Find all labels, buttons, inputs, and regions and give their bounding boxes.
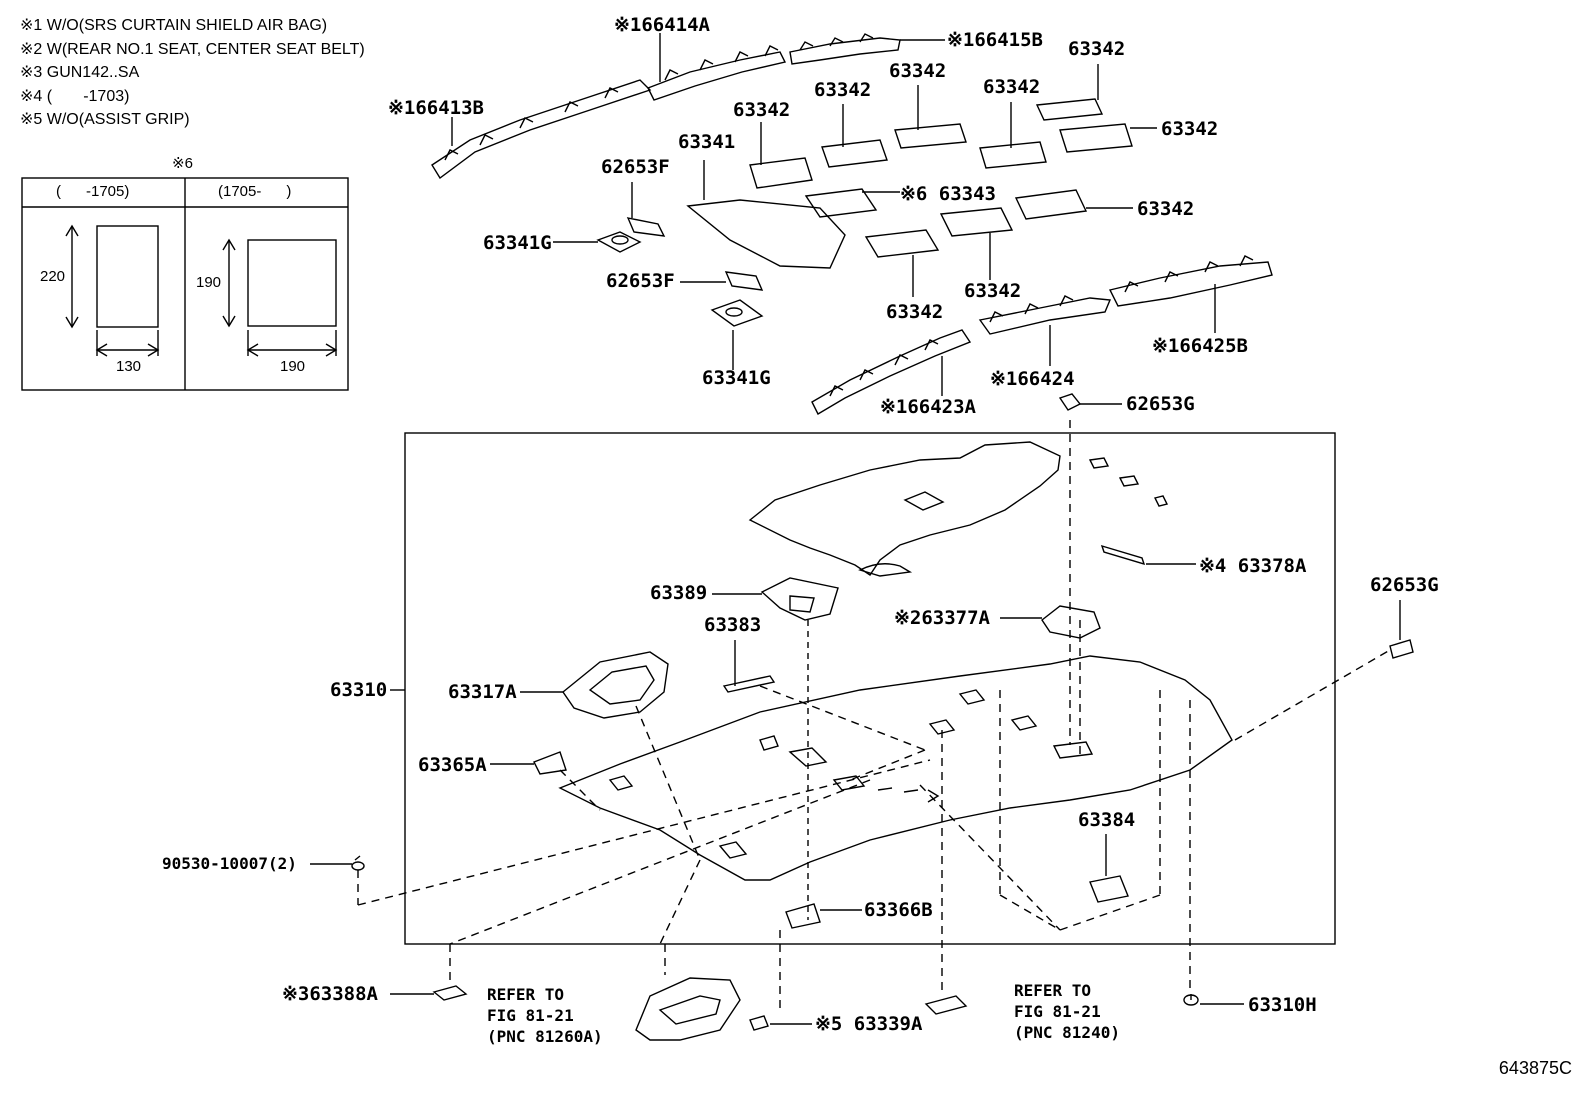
label-66414A: ※166414A (614, 14, 710, 36)
dashed-projections (357, 420, 1391, 1010)
label-63339A: ※5 63339A (815, 1013, 923, 1035)
part-63377A (1000, 605, 1101, 639)
label-66425B: ※166425B (1152, 335, 1248, 357)
label-62653G-a: 62653G (1126, 393, 1195, 415)
leaders-top (451, 33, 945, 146)
inset-col2-width: 190 (280, 358, 306, 375)
label-63341: 63341 (678, 131, 736, 153)
inset-col1-width: 130 (116, 358, 142, 375)
inset-col1-height: 220 (40, 268, 66, 285)
inset-col2-height: 190 (196, 274, 222, 291)
part-63383 (722, 640, 776, 693)
part-63389 (712, 577, 839, 920)
label-63342-a: 63342 (1068, 38, 1126, 60)
inset-col2-header: (1705- ) (218, 183, 292, 200)
label-63317A: 63317A (448, 681, 517, 703)
label-66415B: ※166415B (947, 29, 1043, 51)
note-5: ※5 W/O(ASSIST GRIP) (20, 111, 190, 128)
label-63341G-a: 63341G (483, 232, 552, 254)
headliner (558, 655, 1233, 881)
refer-left-line-1: REFER TO (487, 985, 565, 1004)
label-63310H: 63310H (1248, 994, 1317, 1016)
part-63317A (520, 651, 669, 719)
label-63388A: ※363388A (282, 983, 378, 1005)
clip-62653G (1058, 393, 1414, 659)
label-66423A: ※166423A (880, 396, 976, 418)
notes-list: ※1 W/O(SRS CURTAIN SHIELD AIR BAG) ※2 W(… (20, 14, 365, 132)
label-62653F-b: 62653F (606, 270, 675, 292)
refer-right-line-1: REFER TO (1014, 981, 1092, 1000)
label-62653F-a: 62653F (601, 156, 670, 178)
note-4: ※4 ( -1703) (20, 87, 130, 105)
part-63365A (490, 751, 567, 775)
label-63389: 63389 (650, 582, 708, 604)
part-63366B (785, 903, 862, 929)
inset-mark: ※6 (172, 155, 193, 172)
label-63377A: ※263377A (894, 607, 990, 629)
part-63384 (1089, 834, 1129, 903)
note-2: ※2 W(REAR NO.1 SEAT, CENTER SEAT BELT) (20, 40, 365, 58)
label-63342-h: 63342 (964, 280, 1022, 302)
label-90530: 90530-10007(2) (162, 854, 297, 873)
label-63378A: ※4 63378A (1199, 555, 1307, 577)
label-63343: ※6 63343 (900, 183, 996, 205)
label-63342-i: 63342 (886, 301, 944, 323)
label-63366B: 63366B (864, 899, 933, 921)
label-63342-f: 63342 (1161, 118, 1219, 140)
refer-left-line-3: (PNC 81260A) (487, 1027, 603, 1046)
inset-table (21, 177, 349, 391)
insulator (748, 441, 1196, 577)
note-1: ※1 W/O(SRS CURTAIN SHIELD AIR BAG) (20, 17, 328, 34)
felt-pads (749, 64, 1157, 297)
refer-right-line-3: (PNC 81240) (1014, 1023, 1120, 1042)
roof-rail-upper (431, 33, 901, 180)
refer-note-left: REFER TO FIG 81-21 (PNC 81260A) (487, 984, 603, 1047)
note-3: ※3 GUN142..SA (20, 64, 140, 81)
headliner-box (404, 432, 1336, 945)
pad-63341 (553, 160, 846, 370)
label-62653G-b: 62653G (1370, 574, 1439, 596)
inset-table-labels: ※6 ( -1705) (1705- ) 220 130 190 190 (22, 155, 348, 390)
inset-col1-header: ( -1705) (56, 183, 130, 200)
label-63341G-b: 63341G (702, 367, 771, 389)
label-63310: 63310 (330, 679, 388, 701)
bottom-parts (390, 977, 1244, 1041)
roof-rail-lower (811, 255, 1273, 415)
clip-90530 (310, 855, 365, 871)
label-63342-c: 63342 (814, 79, 872, 101)
label-63383: 63383 (704, 614, 762, 636)
label-63342-b: 63342 (889, 60, 947, 82)
diagram-code: 643875C (1498, 1058, 1572, 1078)
refer-left-line-2: FIG 81-21 (487, 1006, 574, 1025)
label-66424: ※166424 (990, 368, 1075, 390)
refer-note-right: REFER TO FIG 81-21 (PNC 81240) (1014, 980, 1120, 1043)
label-66413B: ※166413B (388, 97, 484, 119)
label-63365A: 63365A (418, 754, 487, 776)
label-63342-e: 63342 (733, 99, 791, 121)
label-63342-d: 63342 (983, 76, 1041, 98)
refer-right-line-2: FIG 81-21 (1014, 1002, 1101, 1021)
label-63342-g: 63342 (1137, 198, 1195, 220)
label-63384: 63384 (1078, 809, 1136, 831)
